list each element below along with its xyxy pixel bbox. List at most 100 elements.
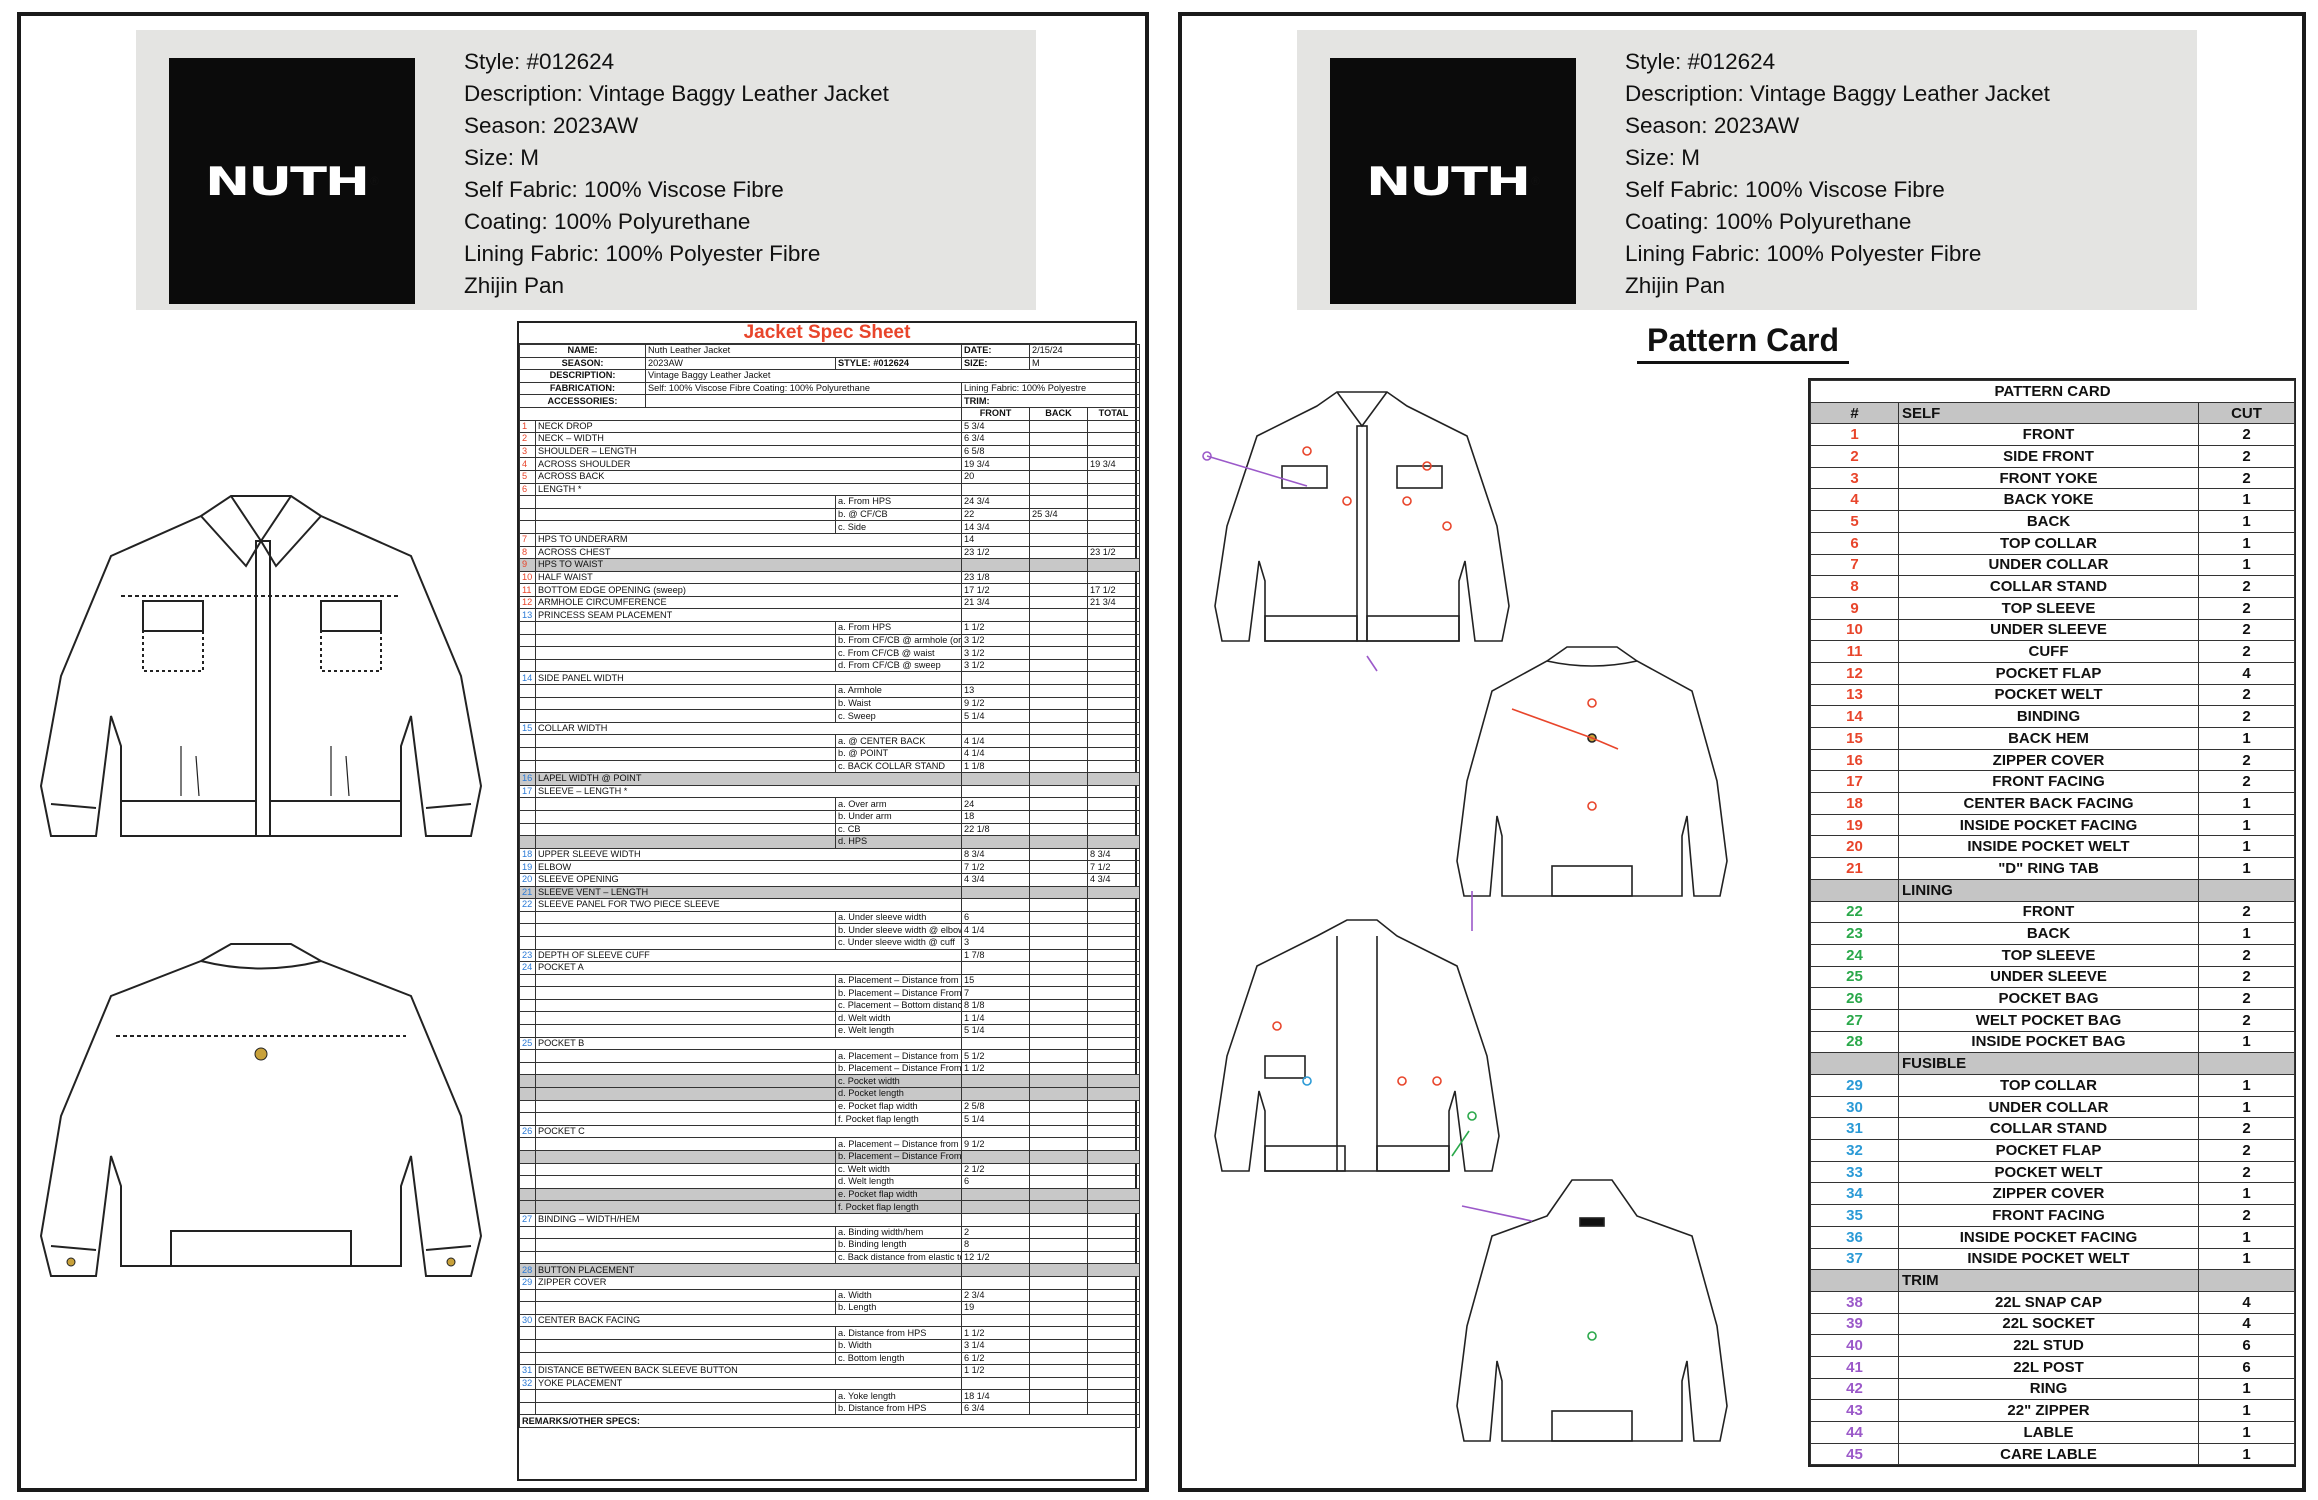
- spec-row-total: [1087, 998, 1141, 1013]
- spec-row-number: [519, 1301, 536, 1315]
- spec-row-front: 23 1/2: [961, 545, 1031, 560]
- spec-row-front: 6: [961, 1175, 1031, 1189]
- spec-row-front: 4 3/4: [961, 872, 1031, 887]
- spec-row: f. Pocket flap length: [519, 1200, 1141, 1214]
- spec-row-number: 1: [519, 419, 536, 434]
- pattern-lining-front-sketch: [1214, 919, 1500, 1172]
- pattern-section-label: TRIM: [1898, 1269, 2199, 1292]
- spec-row-total: [1087, 1112, 1141, 1126]
- spec-row-description: SIDE PANEL WIDTH: [534, 671, 963, 686]
- pattern-piece-cut: 1: [2197, 531, 2296, 555]
- spec-row-description: SLEEVE – LENGTH *: [534, 784, 963, 799]
- spec-row-number: 28: [519, 1263, 536, 1277]
- spec-row-number: [519, 1087, 536, 1101]
- spec-row-number: 5: [519, 469, 536, 484]
- spec-row-total: [1087, 1124, 1141, 1139]
- pattern-piece-name: COLLAR STAND: [1898, 575, 2199, 598]
- pattern-piece-name: INSIDE POCKET WELT: [1898, 1247, 2199, 1271]
- spec-row-back: [1029, 835, 1089, 849]
- spec-row-front: 5 1/4: [961, 1024, 1031, 1038]
- spec-row-description: b. Placement – Distance From CF: [834, 986, 963, 1000]
- spec-row-total: [1087, 1024, 1141, 1038]
- spec-row-back: [1029, 747, 1089, 761]
- spec-row-front: 19 3/4: [961, 457, 1031, 471]
- spec-row-indent: [535, 822, 836, 837]
- spec-row-number: [519, 1389, 536, 1403]
- pattern-piece-name: POCKET FLAP: [1898, 661, 2199, 685]
- spec-row-number: [519, 1338, 536, 1353]
- spec-row-back: [1029, 583, 1089, 597]
- spec-row-total: [1087, 1376, 1141, 1391]
- pattern-piece-name: TOP SLEEVE: [1898, 596, 2199, 620]
- pattern-col-cut: CUT: [2197, 401, 2296, 425]
- spec-row-total: [1087, 1175, 1141, 1189]
- spec-row-back: [1029, 898, 1089, 912]
- spec-row-total: [1087, 658, 1141, 673]
- spec-row: b. Placement – Distance From CF1 1/2: [519, 1061, 1141, 1076]
- pattern-piece-name: ZIPPER COVER: [1898, 748, 2199, 772]
- spec-row-indent: [535, 923, 836, 937]
- spec-row-back: [1029, 520, 1089, 534]
- spec-row-front: 4 1/4: [961, 734, 1031, 748]
- spec-row-front: 24 3/4: [961, 495, 1031, 509]
- pattern-piece-number: 44: [1810, 1421, 1899, 1444]
- spec-row-description: c. Bottom length: [834, 1351, 963, 1366]
- name-value: Nuth Leather Jacket: [644, 344, 963, 358]
- spec-row-front: [961, 1313, 1031, 1328]
- trim-label: TRIM:: [961, 394, 1141, 408]
- spec-row-total: [1087, 1326, 1141, 1340]
- spec-row-description: COLLAR WIDTH: [534, 721, 963, 736]
- spec-row-number: [519, 1401, 536, 1416]
- spec-row-front: 8: [961, 1238, 1031, 1252]
- pattern-piece-name: 22L SOCKET: [1898, 1312, 2199, 1336]
- spec-row-number: [519, 809, 536, 824]
- spec-row-total: [1087, 1162, 1141, 1177]
- style-number: Style: #012624: [464, 49, 615, 74]
- pattern-piece-cut: 2: [2197, 770, 2296, 794]
- spec-row-front: 6: [961, 910, 1031, 925]
- pattern-piece-cut: 2: [2197, 618, 2296, 642]
- spec-row-indent: [535, 520, 836, 534]
- spec-row-back: [1029, 558, 1089, 572]
- spec-row-total: 4 3/4: [1087, 872, 1141, 887]
- spec-row-front: [961, 885, 1031, 900]
- spec-row-front: [961, 1124, 1031, 1139]
- pattern-piece-name: INSIDE POCKET FACING: [1898, 813, 2199, 837]
- pattern-piece-cut: 2: [2197, 596, 2296, 620]
- spec-row-back: [1029, 1351, 1089, 1366]
- pattern-piece-name: POCKET FLAP: [1898, 1139, 2199, 1162]
- spec-row-back: [1029, 1049, 1089, 1063]
- pattern-section-blank: [1810, 1269, 1899, 1292]
- spec-row-front: [961, 1087, 1031, 1101]
- spec-row-number: [519, 835, 536, 849]
- spec-row-front: 9 1/2: [961, 1137, 1031, 1151]
- pattern-section-row: LINING: [1810, 878, 2296, 902]
- spec-row-front: 23 1/8: [961, 570, 1031, 585]
- style-number: Style: #012624: [1625, 49, 1776, 74]
- spec-row-total: [1087, 482, 1141, 497]
- spec-row-total: [1087, 809, 1141, 824]
- spec-row-description: YOKE PLACEMENT: [534, 1376, 963, 1391]
- pattern-piece-name: FRONT: [1898, 900, 2199, 924]
- spec-row-front: 3 1/2: [961, 658, 1031, 673]
- spec-row-description: b. Length: [834, 1301, 963, 1315]
- pattern-piece-number: 31: [1810, 1117, 1899, 1141]
